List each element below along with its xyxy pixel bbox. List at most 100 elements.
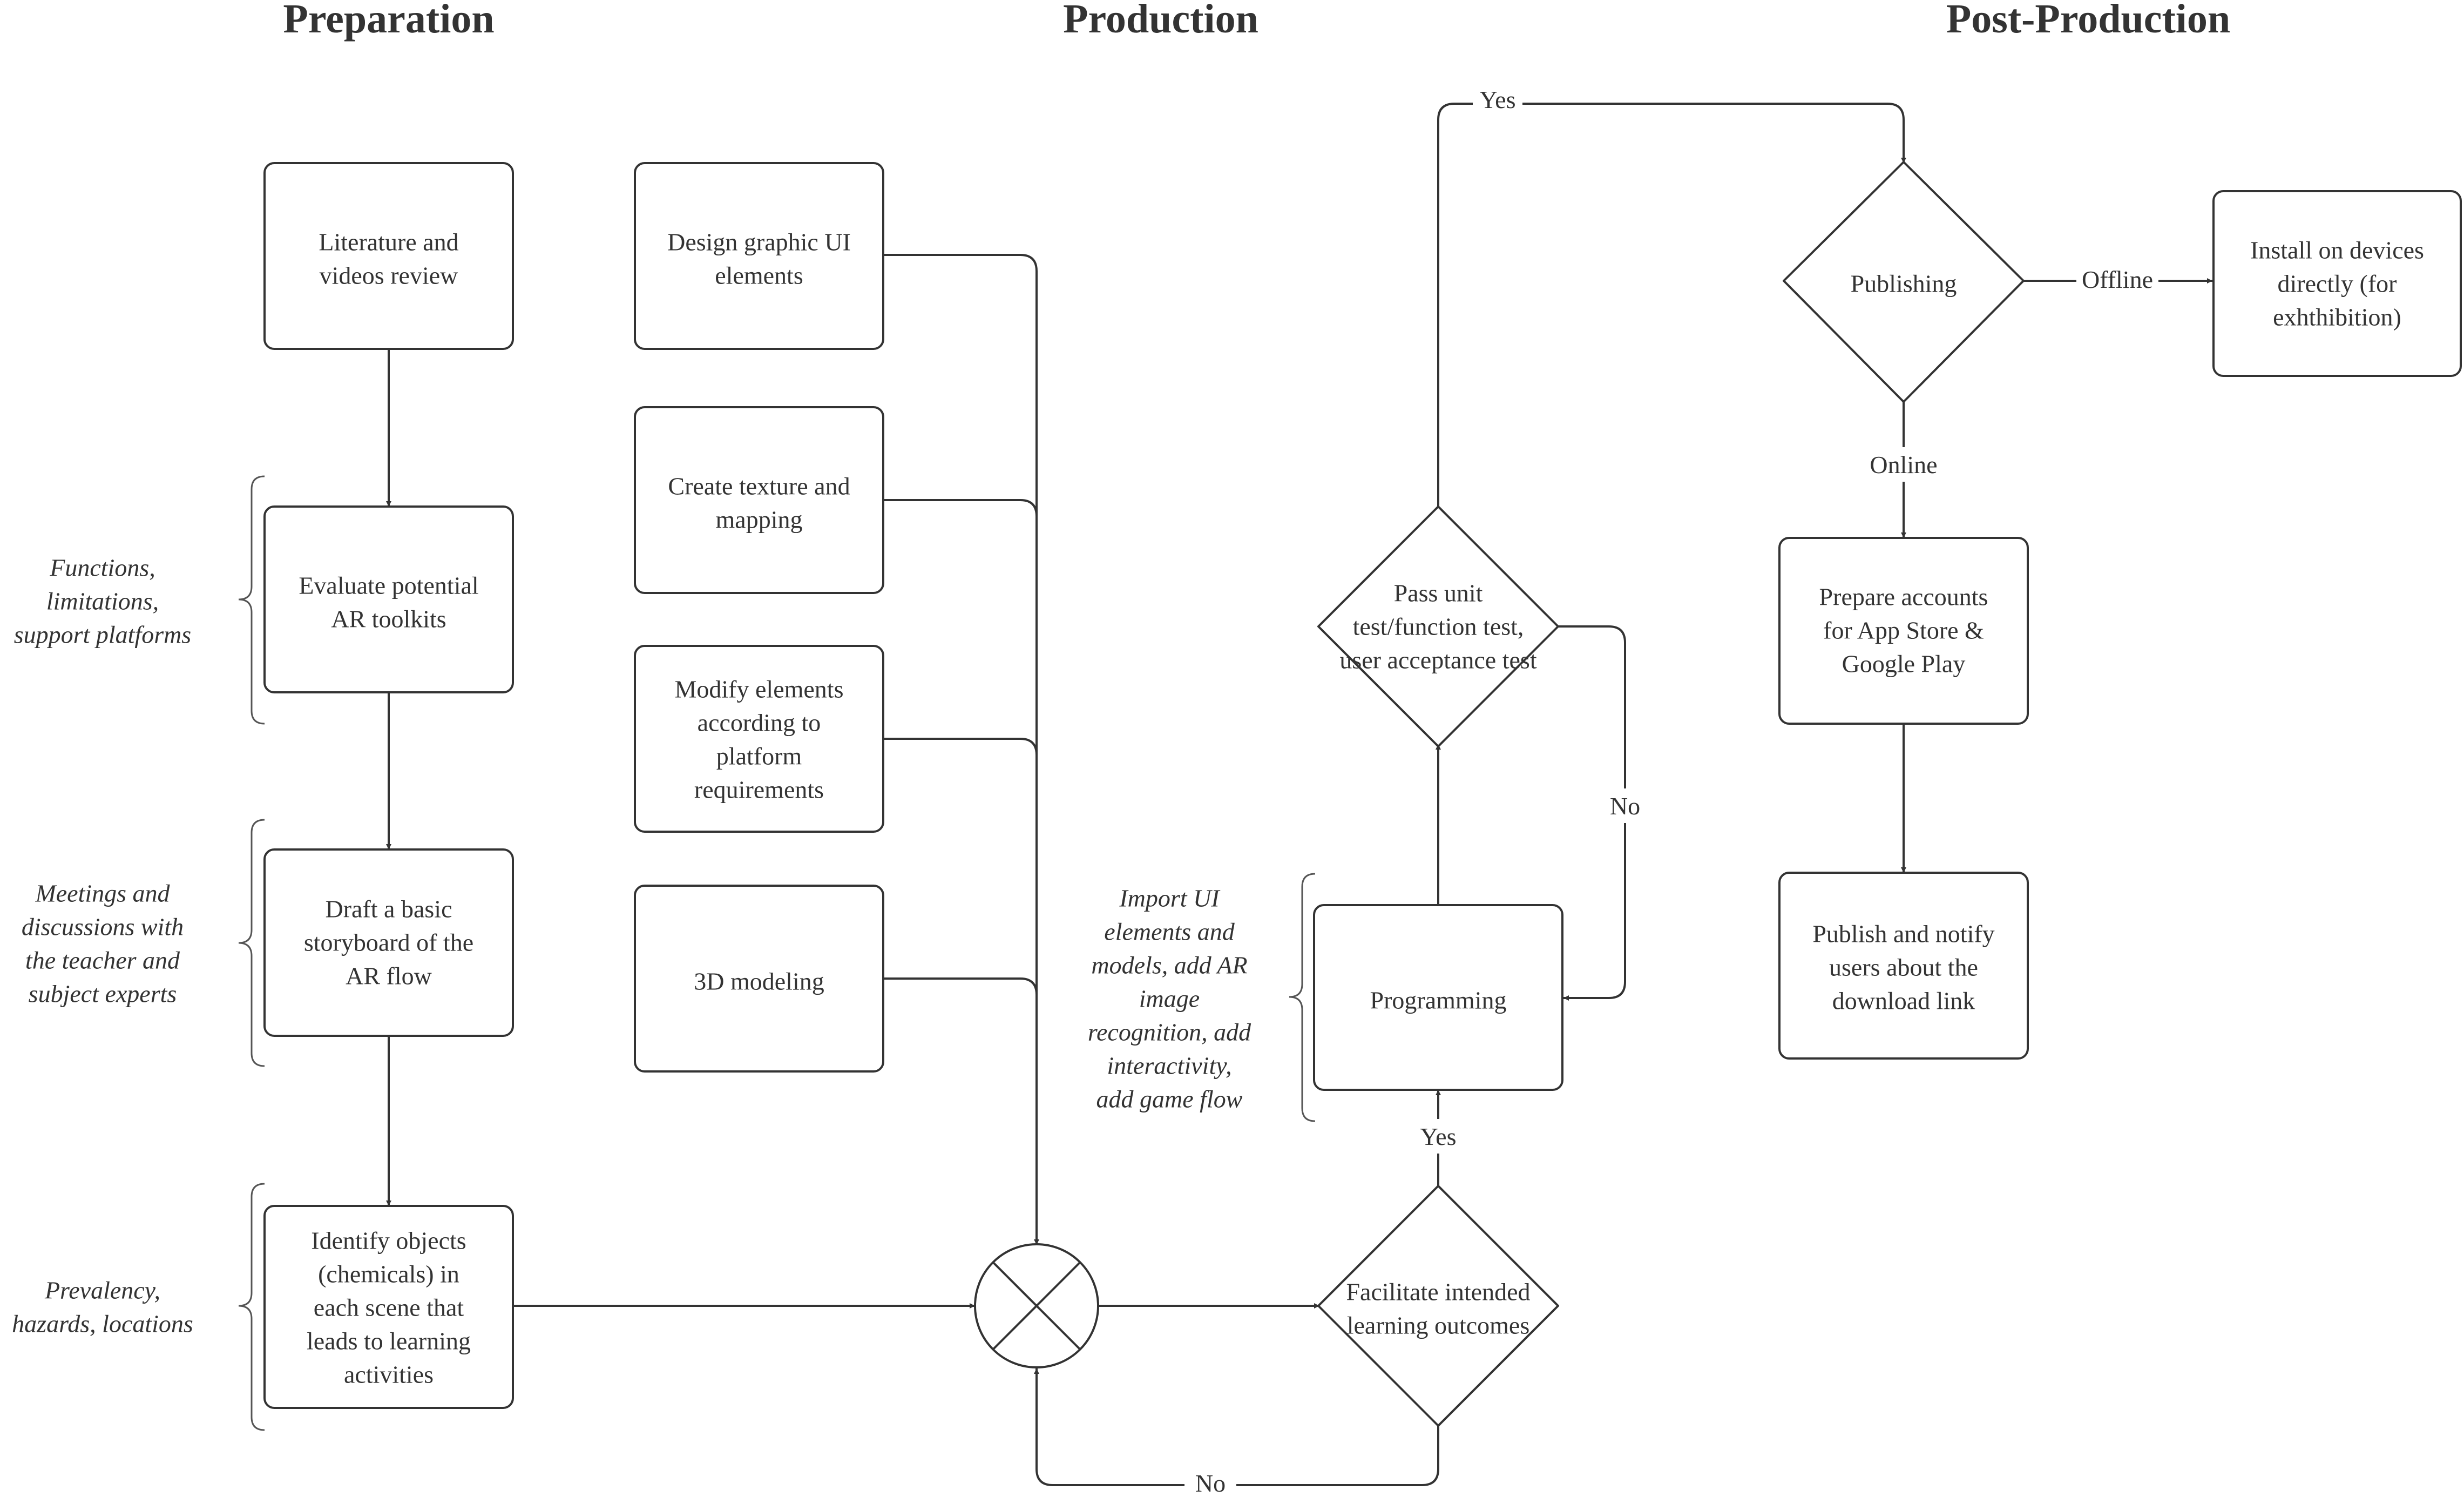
box-design-ui [634,162,884,350]
box-install-devices [2212,190,2462,377]
box-draft-storyboard [263,848,514,1037]
box-publish-notify [1778,872,2029,1060]
merge-junction [974,1243,1099,1368]
edge-facilitate-no-loop [1034,1368,1439,1486]
text-line: Publish and notify [1812,920,1994,947]
text-line: Modify elements [675,675,844,703]
edge-label-bg-yes-mid [1412,1119,1464,1154]
edge-modify-to-bus [883,738,1038,756]
text-line: Prepare accounts [1819,583,1988,610]
text-line: Publishing [1851,269,1957,297]
diamond-publishing [1783,161,2025,403]
box-programming [1313,904,1563,1091]
edge-label-bg-no-right [1598,788,1652,823]
text-line: each scene that [314,1293,464,1321]
edge-texture-to-bus [883,499,1038,517]
label-evaluate-toolkits: Evaluate potential AR toolkits [299,571,478,632]
label-prepare-accounts: Prepare accounts for App Store & Google Pl… [1819,583,1988,677]
label-publishing: Publishing [1851,269,1957,297]
text-line: download link [1832,987,1975,1014]
diamond-facilitate-outcomes [1317,1185,1559,1427]
text-line: elements [715,261,803,289]
text-line: videos review [320,261,459,289]
text-line: test/function test, [1353,612,1524,640]
text-line: Facilitate intended [1346,1278,1530,1305]
text-line: Pass unit [1394,579,1483,606]
text-line: Install on devices [2250,236,2424,264]
label-design-ui: Design graphic UI elements [667,228,851,289]
label-literature-review: Literature and videos review [319,228,458,289]
edge-label-offline: Offline [2082,266,2153,293]
header-preparation: Preparation [283,0,494,42]
text-line: users about the [1829,953,1978,981]
text-line: Programming [1370,986,1507,1014]
text-line: Google Play [1842,650,1966,677]
label-publish-notify: Publish and notify users about the downloa… [1812,920,1994,1014]
text-line: storyboard of the [304,928,473,956]
text-line: recognition, add [1088,1018,1251,1046]
label-3d-modeling: 3D modeling [694,967,824,995]
text-line: add game flow [1096,1085,1243,1112]
text-line: Prevalency, [44,1276,160,1304]
brace-import-ui [1289,873,1316,1122]
text-line: image [1139,984,1200,1012]
text-line: interactivity, [1107,1051,1231,1079]
header-production: Production [1063,0,1258,42]
diamond-pass-tests [1317,505,1559,747]
text-line: elements and [1104,918,1235,945]
text-line: Import UI [1119,884,1221,912]
box-3d-modeling [634,885,884,1073]
merge-cross-b [992,1261,1081,1351]
box-create-texture [634,406,884,594]
text-line: AR flow [346,962,432,989]
text-line: Identify objects [311,1226,466,1254]
text-line: exhthibition) [2273,303,2401,331]
box-modify-elements [634,645,884,833]
text-line: Draft a basic [326,895,452,922]
text-line: platform [716,742,802,770]
edge-label-no-right: No [1610,792,1640,820]
text-line: subject experts [29,980,177,1007]
text-line: for App Store & [1823,616,1984,644]
edge-design-ui-to-merge [883,254,1039,1245]
text-line: support platforms [14,621,191,648]
braces [238,475,1316,1431]
header-post-production: Post-Production [1946,0,2230,42]
edge-labels: Yes No Yes No Offline Online [1184,82,2158,1497]
label-install-devices: Install on devices directly (for exhthibit… [2250,236,2424,331]
edge-label-bg-online [1860,447,1947,482]
box-literature-review [263,162,514,350]
text-line: Design graphic UI [667,228,851,255]
edge-label-bg-yes-top [1473,82,1522,117]
label-modify-elements: Modify elements according to platform requi… [675,675,844,803]
label-programming: Programming [1370,986,1507,1014]
box-evaluate-toolkits [263,505,514,693]
edge-label-yes-mid: Yes [1420,1123,1457,1150]
text-line: models, add AR [1091,951,1247,979]
annotation-functions: Functions,limitations,support platforms [14,554,191,648]
box-prepare-accounts [1778,537,2029,725]
text-line: hazards, locations [12,1310,193,1337]
text-line: directly (for [2278,269,2397,297]
brace-meetings [238,819,265,1067]
annotation-prevalency: Prevalency, hazards, locations [12,1276,193,1337]
edge-label-bg-offline [2076,262,2158,297]
brace-functions [238,475,265,725]
text-line: 3D modeling [694,967,824,995]
text-line: requirements [694,776,824,803]
text-line: Literature and [319,228,458,255]
text-line: AR toolkits [331,605,446,632]
edge-tests-yes-to-publishing [1437,103,1906,507]
text-line: the teacher and [25,946,180,974]
text-line: Evaluate potential [299,571,478,599]
text-line: Create texture and [668,472,850,500]
text-line: discussions with [22,913,184,940]
text-line: Functions, [49,554,155,581]
text-line: according to [698,709,821,736]
